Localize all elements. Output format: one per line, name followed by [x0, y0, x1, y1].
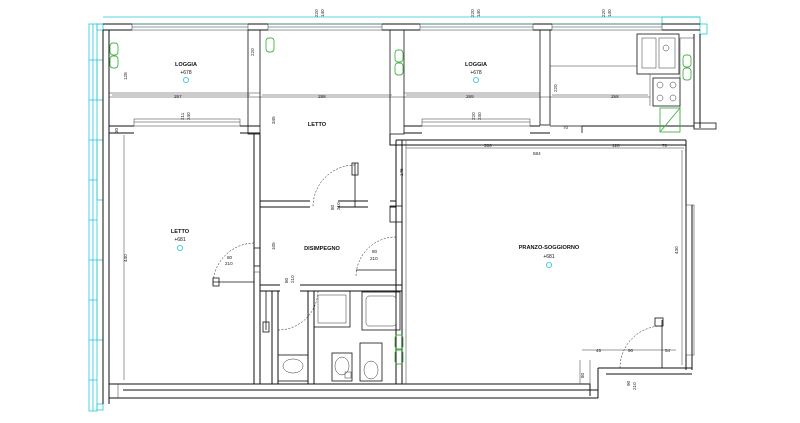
exterior-walls: [102, 23, 717, 404]
dim-label: 80: [284, 277, 289, 283]
level-marker-icon: [546, 261, 553, 268]
dim-label: 210: [336, 202, 341, 210]
dim-label: 345: [271, 116, 276, 124]
radiators: [109, 37, 692, 365]
bathroom-fixtures: [277, 290, 401, 382]
dim-label: 220: [314, 9, 319, 17]
dim-label: 220: [470, 9, 475, 17]
dim-label: 584: [533, 151, 541, 156]
room-letto-top: LETTO: [308, 122, 327, 128]
dim-label: 80: [372, 249, 378, 254]
room-loggia-right: LOGGIA +678: [465, 62, 487, 84]
dim-label: 145: [399, 168, 404, 176]
room-name: PRANZO-SOGGIORNO: [519, 245, 580, 251]
dim-label: 240: [477, 112, 482, 120]
dim-label: 140: [476, 9, 481, 17]
dim-label: 210: [290, 275, 295, 283]
room-pranzo-soggiorno: PRANZO-SOGGIORNO +681: [519, 245, 580, 268]
dim-label: 267: [174, 94, 182, 99]
dim-label: 269: [466, 94, 474, 99]
room-elevation: +681: [174, 237, 185, 243]
dim-label: 54: [665, 348, 671, 353]
room-name: LOGGIA: [175, 62, 197, 68]
dim-label: 90: [628, 348, 634, 353]
structural-markers: [88, 16, 708, 412]
level-marker-icon: [182, 77, 189, 84]
dim-label: 140: [320, 9, 325, 17]
dimension-lines: [112, 65, 684, 380]
dim-label: 258: [611, 94, 619, 99]
dimension-labels: 220 140 220 140 220 140 128 267 288 269 …: [114, 9, 679, 390]
dim-label: 30: [114, 127, 119, 133]
dim-label: 80: [227, 255, 233, 260]
dim-label: 240: [186, 112, 191, 120]
dim-label: 288: [318, 94, 326, 99]
room-name: LETTO: [171, 229, 190, 235]
dim-label: 220: [250, 48, 255, 56]
room-name: LOGGIA: [465, 62, 487, 68]
room-elevation: +678: [180, 70, 191, 76]
room-disimpegno: DISIMPEGNO: [304, 246, 340, 252]
doors: [212, 162, 664, 369]
room-labels: LOGGIA +678 LOGGIA +678 LETTO LETTO +681…: [171, 62, 580, 268]
room-elevation: +681: [543, 254, 554, 260]
dim-label: 45: [596, 348, 602, 353]
dim-label: 440: [123, 254, 128, 262]
level-marker-icon: [472, 77, 479, 84]
dim-label: 211: [180, 112, 185, 120]
dim-label: 128: [123, 72, 128, 80]
room-loggia-left: LOGGIA +678: [175, 62, 197, 84]
dim-label: 70: [563, 125, 569, 130]
dim-label: 128: [612, 143, 620, 148]
dim-label: 220: [471, 112, 476, 120]
dim-label: 220: [553, 84, 558, 92]
dim-label: 140: [607, 9, 612, 17]
interior-walls: [109, 29, 694, 384]
dim-label: 70: [662, 143, 668, 148]
dim-label: 386: [484, 143, 492, 148]
room-letto-left: LETTO +681: [171, 229, 190, 251]
dim-label: 210: [225, 261, 233, 266]
dim-label: 430: [674, 246, 679, 254]
dim-label: 210: [632, 382, 637, 390]
dim-label: 90: [626, 380, 631, 386]
dim-label: 105: [271, 242, 276, 250]
level-marker-icon: [176, 244, 183, 251]
dim-label: 80: [330, 204, 335, 210]
room-elevation: +678: [470, 70, 481, 76]
dim-label: 220: [601, 9, 606, 17]
dim-label: 80: [580, 372, 585, 378]
dim-label: 210: [370, 256, 378, 261]
kitchen-fixtures: [636, 33, 695, 133]
